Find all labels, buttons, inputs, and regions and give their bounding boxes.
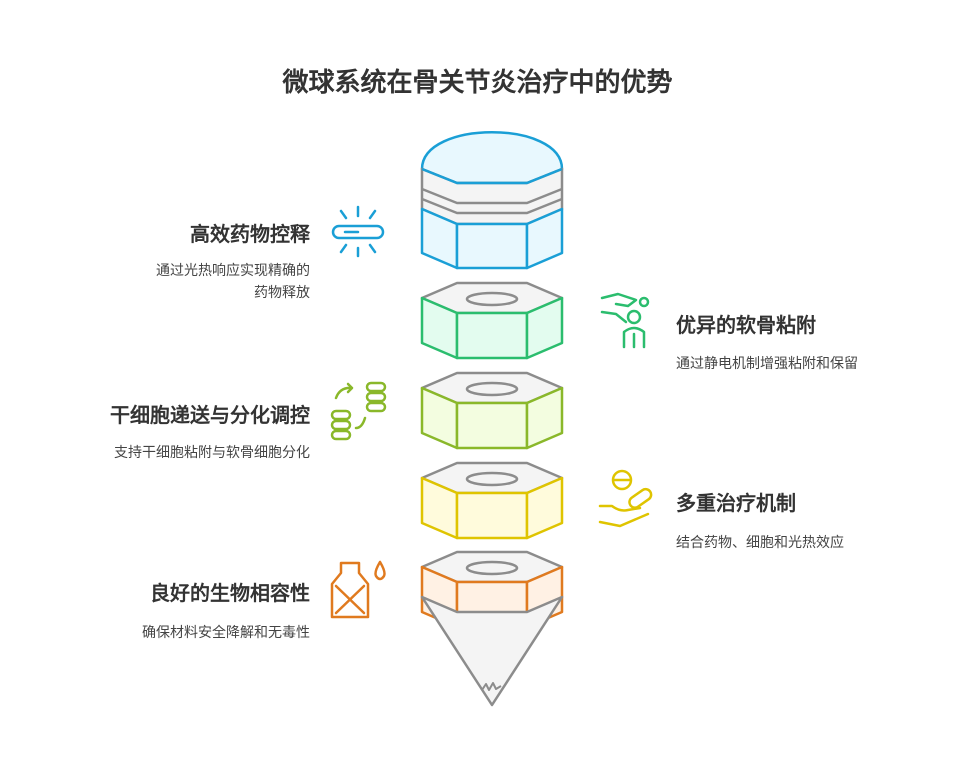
hand-pills-icon: [598, 469, 653, 528]
desc-line: 药物释放: [254, 285, 310, 301]
heading-stem-cell: 干细胞递送与分化调控: [110, 403, 310, 427]
no-toxic-bottle-icon: [330, 560, 386, 619]
heading-multi-mechanism: 多重治疗机制: [676, 491, 796, 515]
heading-drug-release: 高效药物控释: [190, 222, 310, 246]
layer-nut-green: [420, 281, 564, 360]
desc-line: 通过光热响应实现精确的: [156, 263, 310, 279]
cell-transfer-icon: [330, 381, 387, 441]
diagram-title: 微球系统在骨关节炎治疗中的优势: [282, 68, 673, 98]
heading-biocompatibility: 良好的生物相容性: [150, 581, 310, 605]
desc-multi-mechanism: 结合药物、细胞和光热效应: [676, 535, 844, 551]
desc-stem-cell: 支持干细胞粘附与软骨细胞分化: [114, 445, 310, 461]
desc-cartilage-adhesion: 通过静电机制增强粘附和保留: [676, 356, 858, 372]
layer-nut-yellow: [420, 461, 564, 540]
layer-nut-lime: [420, 371, 564, 450]
layer-cap-blue: [420, 131, 564, 270]
desc-drug-release: 通过光热响应实现精确的 药物释放: [156, 260, 310, 304]
heading-cartilage-adhesion: 优异的软骨粘附: [676, 313, 816, 337]
desc-biocompatibility: 确保材料安全降解和无毒性: [142, 625, 310, 641]
capsule-light-icon: [331, 205, 385, 258]
hand-person-icon: [600, 292, 650, 349]
layer-cone-tip: [420, 595, 564, 707]
